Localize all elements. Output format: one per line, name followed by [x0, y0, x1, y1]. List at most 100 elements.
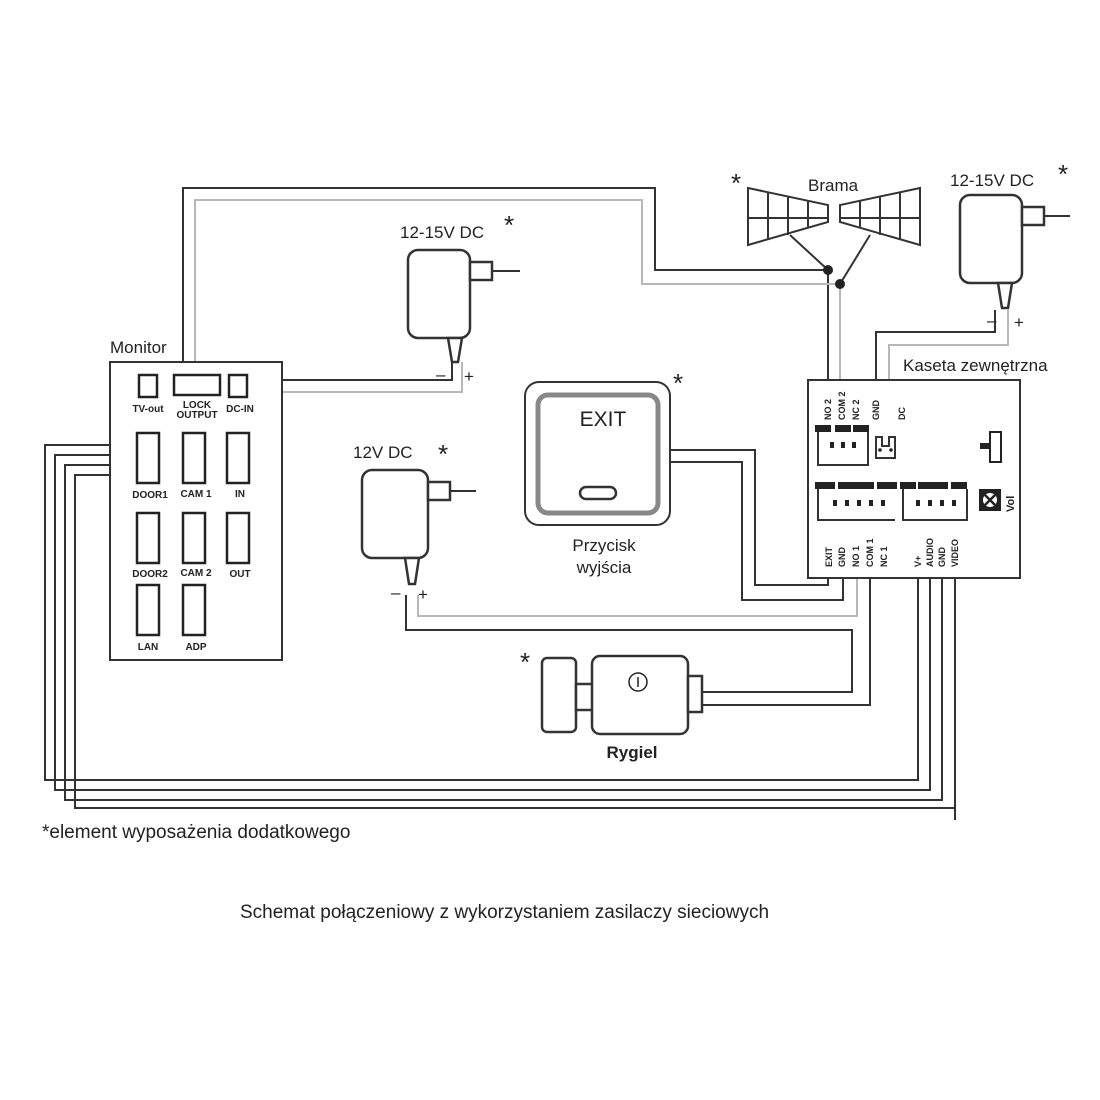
- monitor-label: Monitor: [110, 338, 167, 357]
- optional-star: *: [1058, 159, 1068, 189]
- door2-connector: [135, 511, 161, 565]
- wire-door1-3: [64, 464, 943, 801]
- door1-connector: [135, 431, 161, 485]
- port-label: OUT: [229, 569, 250, 580]
- exit-button-label: wyjścia: [576, 558, 632, 577]
- minus-label: –: [987, 311, 997, 330]
- port-label: CAM 2: [180, 568, 212, 579]
- gate: * Brama: [731, 168, 921, 247]
- plus-label: +: [418, 585, 428, 604]
- port-label: CAM 1: [180, 489, 212, 500]
- terminal-label: AUDIO: [925, 538, 935, 567]
- optional-star: *: [504, 210, 514, 240]
- psu-monitor: 12-15V DC * – +: [400, 210, 520, 386]
- monitor-body: [109, 361, 283, 661]
- bolt-lock-icon: [590, 654, 690, 736]
- port-label: DOOR1: [132, 490, 168, 501]
- junction-dot: [823, 265, 833, 275]
- terminal-label: DC: [897, 407, 907, 420]
- dc-in-connector: [227, 373, 249, 399]
- wire-exit: [670, 449, 829, 586]
- lock-output-connector: [172, 373, 222, 397]
- wires: [44, 187, 1009, 820]
- terminal-label: COM 1: [865, 538, 875, 567]
- terminal-label: GND: [871, 400, 881, 421]
- power-supply-icon: [406, 248, 472, 340]
- port-label: DOOR2: [132, 569, 168, 580]
- terminal-label: NO 1: [851, 546, 861, 567]
- in-connector: [225, 431, 251, 485]
- port-label: TV-out: [132, 404, 164, 415]
- wire-gate-b: [839, 234, 871, 285]
- terminal-label: GND: [937, 547, 947, 568]
- terminal-block-outline: [817, 432, 968, 521]
- lock-label: Rygiel: [606, 743, 657, 762]
- minus-label: –: [436, 365, 446, 384]
- optional-star: *: [731, 168, 741, 198]
- psu-label: 12V DC: [353, 443, 413, 462]
- optional-star: *: [520, 647, 530, 677]
- dc-connector: [875, 436, 896, 459]
- port-label: OUTPUT: [176, 410, 217, 421]
- wire-door1-1: [44, 444, 919, 781]
- junction-dot: [835, 279, 845, 289]
- psu-kaseta: 12-15V DC * – +: [950, 159, 1070, 332]
- wire-lock-psu-plus: [417, 578, 858, 617]
- optional-star: *: [673, 368, 683, 398]
- wire-door1-4: [74, 474, 956, 809]
- out-connector: [225, 511, 251, 565]
- wire-dc-in-minus: [250, 362, 453, 381]
- psu-label: 12-15V DC: [400, 223, 484, 242]
- wire-door1-2: [54, 454, 931, 791]
- exit-button: EXIT * Przycisk wyjścia: [524, 368, 683, 577]
- terminal-label: V+: [913, 556, 923, 567]
- exit-label: EXIT: [580, 408, 627, 431]
- outdoor-station-body: [807, 379, 1021, 579]
- terminal-label: GND: [837, 547, 847, 568]
- wire-lock-output-1: [182, 187, 829, 380]
- monitor: Monitor TV-out LOCK OUTPUT DC-IN DOOR1 C…: [109, 338, 283, 661]
- wire-gate-a: [789, 234, 829, 271]
- footnote: *element wyposażenia dodatkowego: [42, 822, 350, 843]
- terminal-label: VIDEO: [950, 539, 960, 567]
- power-supply-icon: [360, 468, 430, 560]
- lock: * Rygiel: [520, 647, 704, 762]
- gate-label: Brama: [808, 176, 859, 195]
- plug-icon: [468, 260, 494, 282]
- exit-button-label: Przycisk: [572, 536, 636, 555]
- wire-com1: [700, 578, 871, 706]
- psu-lock: 12V DC * – +: [353, 439, 476, 604]
- adp-connector: [181, 583, 207, 637]
- port-label: LOCK: [183, 400, 212, 411]
- psu-label: 12-15V DC: [950, 171, 1034, 190]
- strike-plate-icon: [540, 656, 578, 734]
- plus-label: +: [1014, 313, 1024, 332]
- terminal-label: NC 2: [851, 399, 861, 420]
- wire-lock-output-2: [194, 199, 841, 380]
- switch-icon: [989, 431, 1002, 463]
- wire-lock-psu-minus: [405, 595, 853, 693]
- port-label: DC-IN: [226, 404, 254, 415]
- port-label: ADP: [185, 642, 206, 653]
- lan-connector: [135, 583, 161, 637]
- terminal-label: NC 1: [879, 546, 889, 567]
- outdoor-station-label: Kaseta zewnętrzna: [903, 356, 1048, 375]
- cam1-connector: [181, 431, 207, 485]
- plus-label: +: [464, 367, 474, 386]
- outdoor-station: Kaseta zewnętrzna NO 2 COM 2 NC 2 GND DC…: [807, 356, 1048, 579]
- optional-star: *: [438, 439, 448, 469]
- port-label: LAN: [138, 642, 159, 653]
- terminal-label: COM 2: [837, 391, 847, 420]
- wire-dc-in-plus: [250, 362, 463, 393]
- terminal-label: NO 2: [823, 399, 833, 420]
- cam2-connector: [181, 511, 207, 565]
- terminal-label: EXIT: [824, 546, 834, 567]
- plug-icon: [426, 480, 452, 502]
- tv-out-connector: [137, 373, 159, 399]
- volume-label: Vol: [1005, 496, 1017, 512]
- wire-exit-gnd: [670, 461, 844, 601]
- power-supply-icon: [958, 193, 1024, 285]
- port-label: IN: [235, 489, 245, 500]
